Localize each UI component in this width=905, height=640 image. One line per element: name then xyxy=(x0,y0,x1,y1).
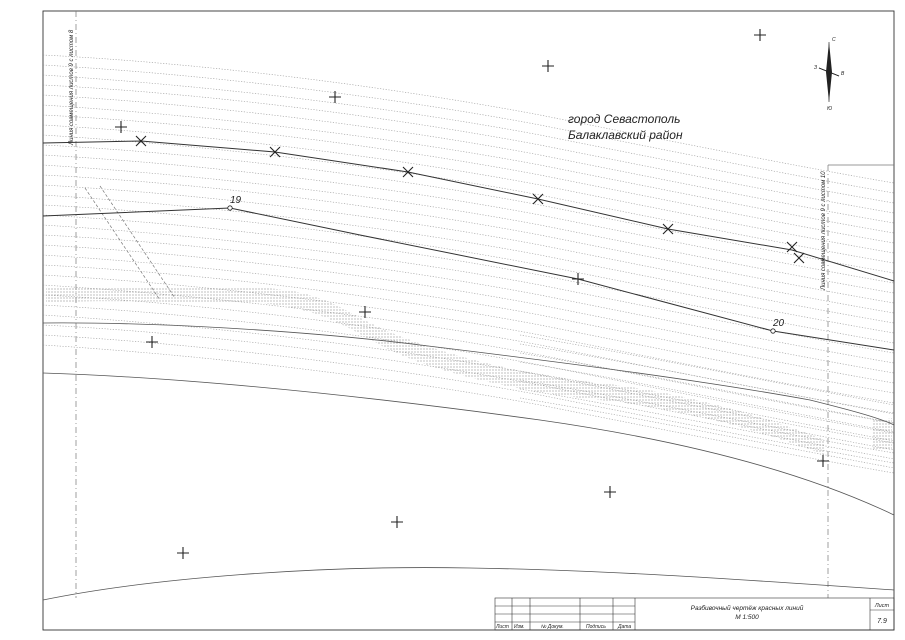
sheet-title: Разбивочный чертёж красных линий xyxy=(691,604,804,612)
contour-line xyxy=(42,264,895,394)
contour-line xyxy=(42,104,895,234)
contour-line xyxy=(42,294,895,424)
point-20-marker xyxy=(770,328,776,334)
grid-cross-marker xyxy=(542,60,554,72)
grid-cross-marker xyxy=(177,547,189,559)
grid-cross-marker xyxy=(817,455,829,467)
contour-line xyxy=(42,274,895,404)
col-list: Лист xyxy=(495,624,509,630)
red-line-lower xyxy=(42,207,895,351)
south-label: Ю xyxy=(827,106,832,112)
grid-crosses xyxy=(115,29,829,559)
vertex-x-marker xyxy=(793,252,805,264)
contour-line xyxy=(42,144,895,274)
shoreline-bottom xyxy=(42,567,895,601)
vertex-x-marker xyxy=(662,223,674,235)
contour-line xyxy=(519,388,895,460)
coast-line-upper xyxy=(42,322,895,426)
grid-cross-marker xyxy=(329,91,341,103)
vertex-x-marker xyxy=(532,193,544,205)
sheet-scale: М 1:500 xyxy=(735,614,759,621)
contour-line xyxy=(42,214,895,344)
contour-line xyxy=(42,344,895,474)
contour-line xyxy=(42,254,895,384)
contour-line xyxy=(42,184,895,314)
grid-cross-marker xyxy=(391,516,403,528)
col-izm: Изм. xyxy=(514,624,525,630)
grid-cross-marker xyxy=(572,273,584,285)
col-date: Дата xyxy=(617,624,631,630)
contour-line xyxy=(42,174,895,304)
vertex-x-marker xyxy=(786,241,798,253)
grid-cross-marker xyxy=(115,121,127,133)
point-19-marker xyxy=(227,205,233,211)
contour-line xyxy=(42,194,895,324)
coast-line-lower xyxy=(42,372,895,516)
title-block: Лист Изм. № Докум. Подпись Дата Разбивоч… xyxy=(494,597,895,631)
east-label: В xyxy=(841,71,845,77)
grid-cross-marker xyxy=(146,336,158,348)
grid-cross-marker xyxy=(754,29,766,41)
vertex-x-marker xyxy=(402,166,414,178)
vertex-x-marker xyxy=(269,146,281,158)
contour-lines xyxy=(42,54,895,474)
north-label: С xyxy=(832,37,836,43)
contour-line xyxy=(42,54,895,184)
west-label: З xyxy=(814,65,817,71)
red-line-upper xyxy=(42,140,895,282)
contour-line xyxy=(42,124,895,254)
contour-line xyxy=(42,234,895,364)
contour-line xyxy=(42,114,895,244)
sheet-joint-left-label: Линия совмещения листов 9 с листом 8 xyxy=(69,29,75,146)
contour-line xyxy=(42,204,895,334)
grid-cross-marker xyxy=(604,486,616,498)
contour-line xyxy=(42,64,895,194)
contour-line xyxy=(42,164,895,294)
contour-line xyxy=(42,154,895,284)
contour-line xyxy=(42,74,895,204)
map-frame xyxy=(42,10,895,631)
contour-line xyxy=(42,94,895,224)
contour-line xyxy=(42,284,895,414)
sheet-joint-right-label: Линия совмещения листов 9 с листом 10 xyxy=(821,171,827,291)
side-road xyxy=(84,185,176,301)
slope-hatch xyxy=(46,286,825,455)
grid-cross-marker xyxy=(359,306,371,318)
vertex-x-marker xyxy=(135,135,147,147)
contour-line xyxy=(42,134,895,264)
point-20-label: 20 xyxy=(772,318,785,329)
contour-line xyxy=(42,334,895,464)
contour-line xyxy=(42,244,895,374)
contour-line xyxy=(42,304,895,434)
sheet-number-label: Лист xyxy=(874,603,890,609)
col-sign: Подпись xyxy=(586,624,606,630)
sheet-number: 7.9 xyxy=(877,618,887,625)
district-label: Балаклавский район xyxy=(568,128,683,142)
city-label: город Севастополь xyxy=(568,112,680,126)
red-line-vertices xyxy=(135,135,805,264)
contour-line xyxy=(42,84,895,214)
col-doc: № Докум. xyxy=(541,624,564,630)
north-arrow-icon: С Ю З В xyxy=(814,37,845,112)
slope-hatch-right xyxy=(872,418,892,450)
point-19-label: 19 xyxy=(230,195,242,206)
